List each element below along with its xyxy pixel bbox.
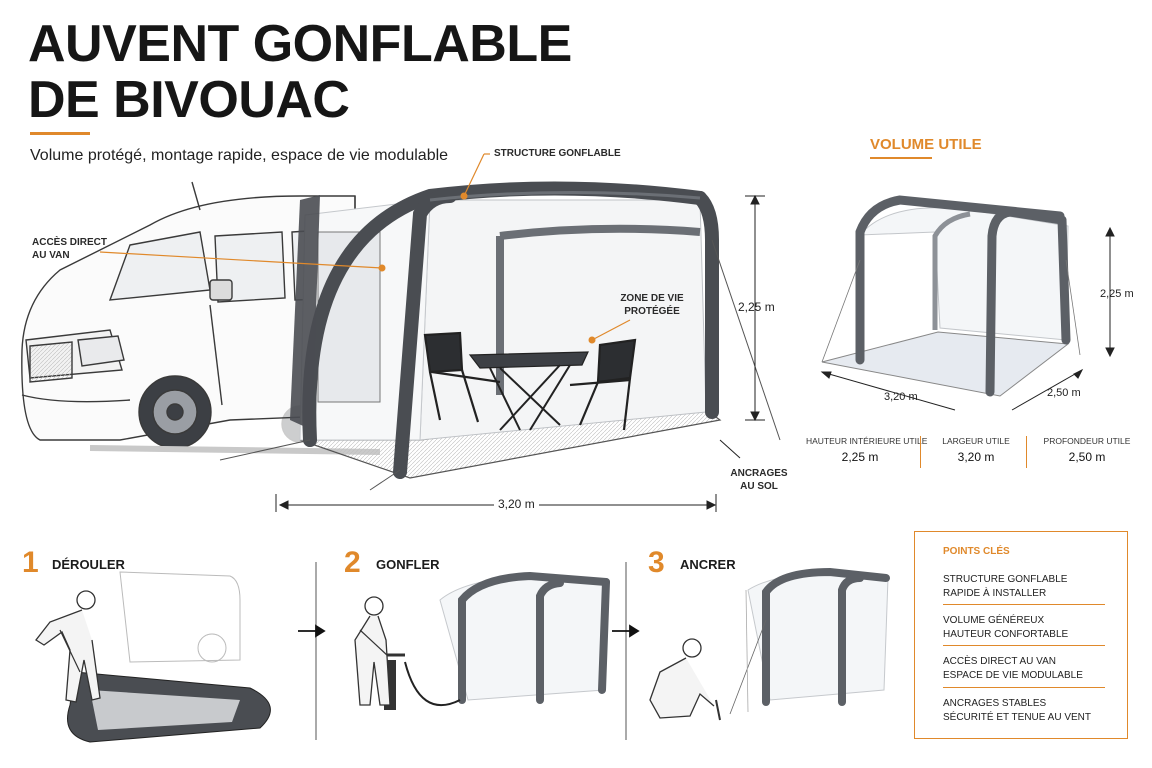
spec-width: LARGEUR UTILE 3,20 m <box>930 436 1022 464</box>
key-point-item: STRUCTURE GONFLABLE RAPIDE À INSTALLER <box>943 573 1105 601</box>
volume-title: VOLUME UTILE <box>870 136 982 153</box>
spec-divider <box>1026 436 1027 468</box>
key-points-box: POINTS CLÉS STRUCTURE GONFLABLE RAPIDE À… <box>914 531 1128 739</box>
key-point-divider <box>943 645 1105 646</box>
key-point-item: VOLUME GÉNÉREUX HAUTEUR CONFORTABLE <box>943 614 1105 642</box>
volume-title-underline <box>870 157 932 159</box>
spec-height: HAUTEUR INTÉRIEURE UTILE 2,25 m <box>806 436 928 464</box>
label-access: ACCÈS DIRECT AU VAN <box>32 236 107 262</box>
spec-width-value: 3,20 m <box>957 450 995 464</box>
label-access-line2: AU VAN <box>32 250 70 261</box>
step3-number: 3 <box>648 546 665 579</box>
label-zone: ZONE DE VIE PROTÉGÉE <box>616 292 688 318</box>
volume-depth-value: 2,50 m <box>1047 387 1081 399</box>
step1-number: 1 <box>22 546 39 579</box>
spec-divider <box>920 436 921 468</box>
subtitle: Volume protégé, montage rapide, espace d… <box>30 147 449 164</box>
key-point-line: STRUCTURE GONFLABLE <box>943 574 1068 585</box>
step2-illustration <box>354 571 610 710</box>
key-point-divider <box>943 687 1105 688</box>
label-access-line1: ACCÈS DIRECT <box>32 237 108 248</box>
spec-height-value: 2,25 m <box>841 450 879 464</box>
step3-label: ANCRER <box>680 557 736 572</box>
awning-main <box>219 181 781 491</box>
label-structure: STRUCTURE GONFLABLE <box>494 148 621 159</box>
step-arrows <box>298 624 640 638</box>
spec-depth: PROFONDEUR UTILE 2,50 m <box>1036 436 1138 464</box>
step2-label: GONFLER <box>376 557 440 572</box>
key-point-line: ACCÈS DIRECT AU VAN <box>943 656 1056 667</box>
label-anchors-line1: ANCRAGES <box>730 468 788 479</box>
title-line-1: AUVENT GONFLABLE <box>28 15 572 73</box>
title-underline <box>30 132 90 135</box>
step1-illustration <box>35 571 271 743</box>
page-title: AUVENT GONFLABLE DE BIVOUAC <box>28 16 588 128</box>
volume-width-value: 3,20 m <box>884 391 918 403</box>
label-anchors-line2: AU SOL <box>740 481 778 492</box>
main-width-value: 3,20 m <box>494 497 539 511</box>
step2-number: 2 <box>344 546 361 579</box>
label-zone-line1: ZONE DE VIE <box>620 293 684 304</box>
title-line-2: DE BIVOUAC <box>28 71 350 129</box>
key-point-line: HAUTEUR CONFORTABLE <box>943 629 1069 640</box>
callout-lines <box>99 153 631 341</box>
step-separators <box>315 562 627 740</box>
main-height-value: 2,25 m <box>738 300 775 314</box>
volume-tent <box>820 195 1115 411</box>
key-point-line: SÉCURITÉ ET TENUE AU VENT <box>943 712 1091 723</box>
key-point-line: ANCRAGES STABLES <box>943 698 1047 709</box>
key-point-line: ESPACE DE VIE MODULABLE <box>943 670 1083 681</box>
spec-width-label: LARGEUR UTILE <box>942 436 1010 446</box>
key-points-title: POINTS CLÉS <box>943 546 1010 557</box>
spec-depth-label: PROFONDEUR UTILE <box>1043 436 1131 446</box>
volume-height-value: 2,25 m <box>1100 288 1134 300</box>
key-point-item: ACCÈS DIRECT AU VAN ESPACE DE VIE MODULA… <box>943 655 1105 683</box>
spec-height-label: HAUTEUR INTÉRIEURE UTILE <box>806 436 928 446</box>
key-point-line: RAPIDE À INSTALLER <box>943 588 1047 599</box>
key-point-item: ANCRAGES STABLES SÉCURITÉ ET TENUE AU VE… <box>943 697 1105 725</box>
label-anchors: ANCRAGES AU SOL <box>728 467 790 493</box>
key-point-line: VOLUME GÉNÉREUX <box>943 615 1045 626</box>
spec-depth-value: 2,50 m <box>1068 450 1106 464</box>
step3-illustration <box>649 567 890 721</box>
key-point-divider <box>943 604 1105 605</box>
label-zone-line2: PROTÉGÉE <box>624 306 680 317</box>
step1-label: DÉROULER <box>52 557 125 572</box>
callout-dots <box>378 192 596 344</box>
